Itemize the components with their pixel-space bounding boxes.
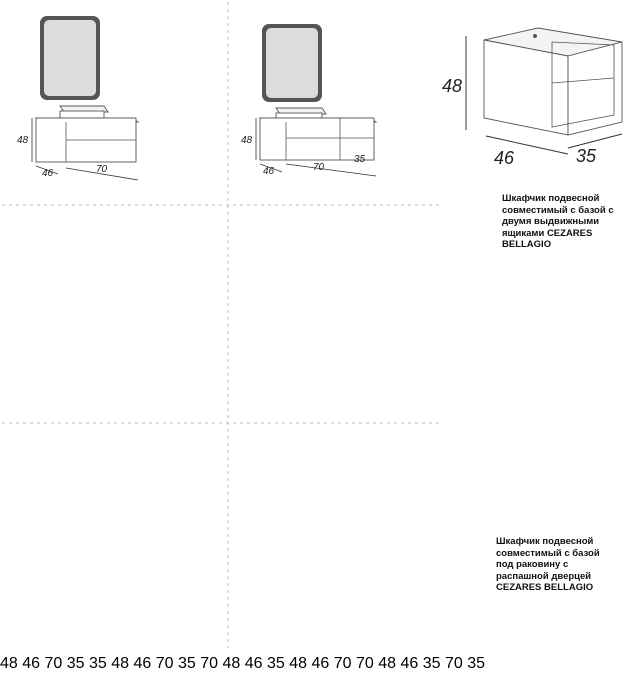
dimensions: 48 46 70 35 35 bbox=[0, 655, 111, 672]
dim-width: 35 bbox=[178, 655, 196, 672]
dim-width: 70 bbox=[200, 655, 219, 672]
dim-width: 35 bbox=[354, 154, 366, 165]
dim-height: 48 bbox=[241, 135, 253, 146]
big-dim-depth: 46 bbox=[244, 655, 263, 672]
dim-width: 70 bbox=[356, 655, 374, 672]
dim-width: 70 bbox=[445, 655, 463, 672]
basin bbox=[59, 105, 109, 121]
dim-depth: 46 bbox=[22, 655, 41, 672]
dim-depth: 46 bbox=[400, 655, 419, 672]
config-panel-1: 48 46 70 bbox=[17, 16, 140, 181]
dim-width: 35 bbox=[66, 655, 85, 672]
dim-height: 48 bbox=[0, 655, 18, 672]
big-dim-width: 35 bbox=[267, 655, 285, 672]
big-dim-depth: 46 bbox=[494, 148, 515, 168]
dim-depth: 46 bbox=[263, 166, 275, 177]
mirror bbox=[40, 16, 100, 100]
dim-width: 35 bbox=[422, 655, 441, 672]
grid-separators bbox=[2, 2, 440, 648]
dim-depth: 46 bbox=[311, 655, 330, 672]
cabinet-drawers-drawing: 48 46 35 bbox=[442, 27, 623, 168]
dimensions: 48 46 70 70 bbox=[289, 655, 378, 672]
dim-height: 48 bbox=[17, 135, 29, 146]
dim-width: 70 bbox=[155, 655, 174, 672]
config-panel-3: 48 46 70 35 35 bbox=[0, 655, 111, 672]
big-dim-width: 35 bbox=[576, 146, 597, 166]
dim-width: 35 bbox=[467, 655, 486, 672]
dim-width: 35 bbox=[89, 655, 107, 672]
dim-width: 70 bbox=[96, 164, 108, 175]
caption-cabinet-drawers: Шкафчик подвесной совместимый с базой с … bbox=[502, 193, 614, 250]
dim-height: 48 bbox=[378, 655, 397, 672]
dim-depth: 46 bbox=[133, 655, 152, 672]
caption-cabinet-door: Шкафчик подвесной совместимый с базой по… bbox=[496, 536, 600, 593]
cabinet-70-35 bbox=[258, 117, 378, 161]
config-panel-6: 48 46 35 70 35 bbox=[378, 655, 485, 672]
configuration-diagram: 48 46 70 48 46 bbox=[2, 2, 623, 648]
mirror bbox=[262, 24, 322, 102]
dim-height: 48 bbox=[111, 655, 130, 672]
dimensions: 48 46 70 bbox=[17, 118, 139, 181]
big-dim-height: 48 bbox=[222, 655, 241, 672]
dim-width: 70 bbox=[44, 655, 63, 672]
cabinet-70 bbox=[34, 117, 140, 163]
dim-height: 48 bbox=[289, 655, 308, 672]
dimensions: 48 46 70 35 70 bbox=[111, 655, 222, 672]
config-panel-2: 48 46 70 35 bbox=[241, 24, 378, 177]
dimensions: 48 46 35 70 35 bbox=[378, 655, 485, 672]
config-panel-4: 48 46 70 35 70 bbox=[111, 655, 222, 672]
config-panel-5: 48 46 70 70 bbox=[289, 655, 378, 672]
big-dim-height: 48 bbox=[442, 76, 462, 96]
dimensions: 48 46 70 35 bbox=[241, 118, 377, 177]
dim-width: 70 bbox=[313, 162, 325, 173]
dim-width: 70 bbox=[333, 655, 352, 672]
cabinet-door-drawing: 48 46 35 bbox=[223, 655, 290, 672]
dim-depth: 46 bbox=[42, 168, 54, 179]
